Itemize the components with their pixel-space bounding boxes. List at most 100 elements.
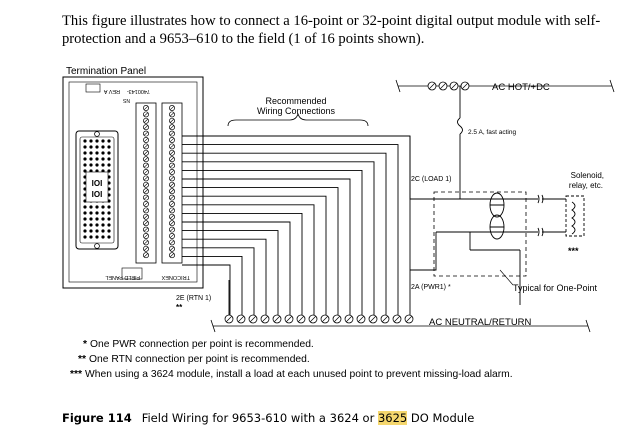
field-wire xyxy=(182,221,291,319)
terminal-slot xyxy=(143,201,149,207)
connector-pin xyxy=(89,229,93,233)
bus-terminal-slot xyxy=(274,316,280,322)
protection-elements xyxy=(459,160,566,305)
terminal-screw xyxy=(169,130,175,137)
terminal-screw xyxy=(143,188,149,195)
terminal-slot xyxy=(169,112,175,117)
terminal-slot xyxy=(169,195,175,200)
terminal-slot xyxy=(169,240,175,245)
terminal-screw xyxy=(169,137,175,143)
terminal-screw xyxy=(143,194,149,201)
bus-terminal-slot xyxy=(394,316,400,322)
field-wire xyxy=(182,230,279,319)
bus-terminal-slot xyxy=(358,316,364,322)
connector-pin xyxy=(95,151,99,155)
field-wire xyxy=(182,212,303,319)
terminal-screw xyxy=(143,181,149,188)
connector-pin xyxy=(95,145,99,149)
terminal-slot xyxy=(143,169,149,175)
terminal-screw xyxy=(169,169,175,175)
footnote-text: One RTN connection per point is recommen… xyxy=(89,354,310,365)
footnote-marker: * xyxy=(83,339,88,350)
field-wire xyxy=(182,161,375,319)
bus-terminal-slot xyxy=(310,316,316,322)
terminal-screw xyxy=(169,213,175,220)
terminal-slot xyxy=(143,195,149,200)
connector-pin xyxy=(107,223,111,227)
field-wire xyxy=(182,264,231,319)
connector-pin xyxy=(107,211,111,215)
field-wire xyxy=(182,152,387,319)
field-wires xyxy=(182,135,470,319)
terminal-screw xyxy=(143,220,149,227)
terminal-slot xyxy=(143,233,149,239)
terminal-screw xyxy=(143,239,149,246)
connector-pin xyxy=(83,157,87,161)
field-wire xyxy=(182,238,267,319)
connector-pin xyxy=(83,163,87,167)
load-wire xyxy=(409,136,460,200)
terminal-slot xyxy=(169,189,175,194)
connector-pin xyxy=(89,151,93,155)
field-wire xyxy=(182,255,243,319)
svg-text:IOI: IOI xyxy=(92,190,103,199)
terminal-screw xyxy=(143,124,149,131)
connector-pin xyxy=(101,211,105,215)
connector-pin xyxy=(107,151,111,155)
connector-pin xyxy=(83,205,87,209)
terminal-screw xyxy=(143,143,149,150)
terminal-screw xyxy=(143,169,149,175)
terminal-slot xyxy=(169,233,175,239)
typical-box xyxy=(433,191,527,277)
recommended-label-1: Recommended xyxy=(265,96,326,106)
terminal-screw xyxy=(143,213,149,220)
terminal-slot xyxy=(169,227,175,232)
connector-pin xyxy=(107,145,111,149)
terminal-screw xyxy=(169,175,175,182)
field-wire xyxy=(182,187,339,319)
panel-connector: IOI IOI xyxy=(75,130,119,250)
terminal-slot xyxy=(143,182,149,187)
footnote-pwr: *One PWR connection per point is recomme… xyxy=(83,339,314,350)
terminal-slot xyxy=(169,105,175,111)
terminal-slot xyxy=(143,150,149,155)
caption-text-end: DO Module xyxy=(407,411,475,425)
panel-ns-text: NS xyxy=(122,97,130,103)
ac-hot-label: AC HOT/+DC xyxy=(492,82,550,93)
terminal-slot xyxy=(143,240,149,245)
termination-panel-label: Termination Panel xyxy=(66,66,146,77)
connector-pin xyxy=(83,139,87,143)
terminal-slot xyxy=(169,157,175,162)
connector-pin xyxy=(107,235,111,239)
terminal-slot xyxy=(143,189,149,194)
terminal-slot xyxy=(143,208,149,213)
connector-pin xyxy=(107,157,111,161)
terminal-screw xyxy=(169,226,175,233)
terminal-slot xyxy=(143,118,149,123)
panel-bottom-text: FIELD PANEL xyxy=(105,274,140,280)
connector-pin xyxy=(107,163,111,167)
field-wire xyxy=(182,135,411,319)
footnote-marker: *** xyxy=(70,369,83,380)
bus-terminal-slot xyxy=(429,83,435,89)
terminal-slot xyxy=(169,176,175,181)
bus-terminal-slot xyxy=(382,316,388,322)
panel-inner xyxy=(68,81,198,283)
terminal-screw xyxy=(169,220,175,227)
connector-pin xyxy=(83,223,87,227)
terminal-screw xyxy=(169,252,175,259)
connector-pin xyxy=(95,205,99,209)
terminal-screw xyxy=(169,239,175,246)
terminal-screw xyxy=(143,175,149,182)
terminal-screw xyxy=(169,245,175,252)
load-label: 2C (LOAD 1) xyxy=(411,176,451,183)
typical-label: Typical for One-Point xyxy=(513,283,598,293)
rtn-label: 2E (RTN 1) xyxy=(176,295,211,302)
connector-pin xyxy=(101,217,105,221)
terminal-slot xyxy=(143,214,149,219)
pwr-label: 2A (PWR1) * xyxy=(411,284,451,291)
typical-leader xyxy=(499,269,514,286)
terminal-slot xyxy=(169,182,175,187)
